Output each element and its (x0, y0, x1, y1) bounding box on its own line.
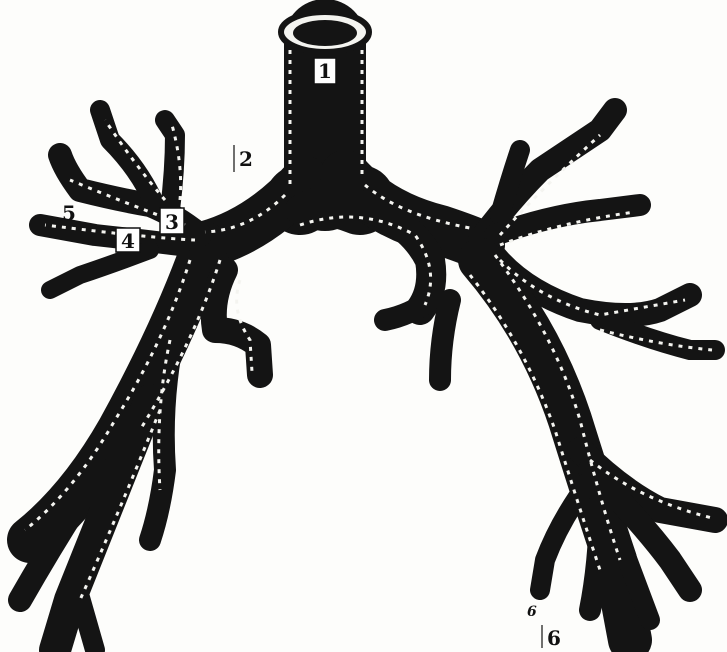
label-main-bronchus: 2 (239, 147, 253, 171)
left-upper-branch-c (165, 120, 175, 210)
label-segmental-bronchus: 4 (121, 229, 135, 253)
airway-tree (20, 40, 715, 650)
label-bronchiole: 6 (547, 626, 561, 650)
left-lower-branch-b (75, 580, 95, 650)
right-middle-branch-b (600, 320, 715, 350)
label-trachea: 1 (318, 59, 332, 83)
trachea-lumen (293, 20, 357, 46)
left-segment-branch (40, 225, 180, 245)
label-lobar-bronchus: 3 (165, 210, 179, 234)
right-lower-branch-d (540, 480, 590, 590)
left-medial-branch (214, 270, 260, 375)
right-medial-branch-b (440, 300, 450, 380)
right-lower-branch-c (590, 500, 600, 610)
left-segment-branch-b (50, 250, 150, 290)
label-subsegmental-bronchus: 5 (62, 201, 76, 225)
label-bronchiole-small: 6 (527, 604, 537, 620)
right-medial-branch (385, 300, 430, 320)
